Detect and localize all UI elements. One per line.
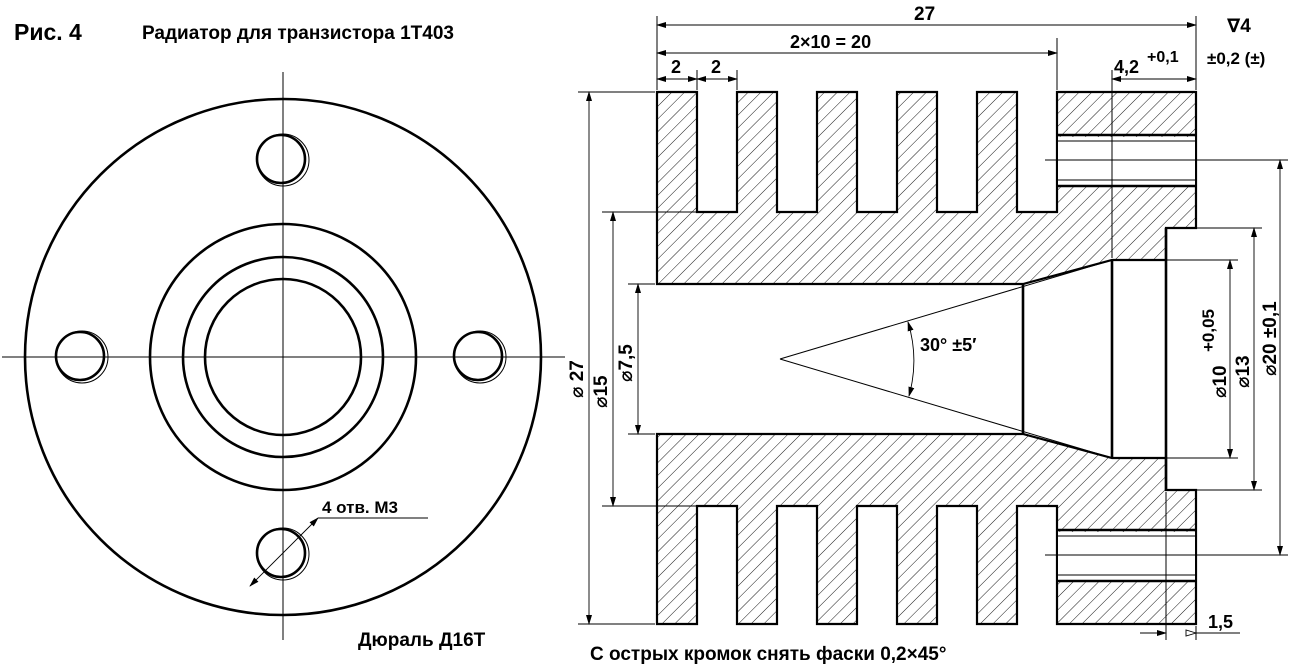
figure-label: Рис. 4	[14, 19, 82, 45]
bore-ring	[203, 277, 363, 437]
cone-angle-arc	[907, 321, 915, 397]
section-view: 30° ±5′ 27 2×10 = 20 2 2 4,2 +0,1 ∇4 ±0,…	[567, 4, 1288, 665]
hole-dimension-line	[249, 517, 319, 587]
dim-core-diameter: ⌀15	[591, 375, 612, 408]
cone-line-lower	[779, 358, 1113, 459]
dim-bore-diameter: ⌀7,5	[616, 344, 637, 382]
boss-middle-ring	[181, 255, 385, 459]
boss-outer-ring	[148, 222, 418, 492]
mounting-hole-top	[255, 133, 310, 187]
dim-fin-width: 2	[671, 57, 681, 77]
section-hole-bottom	[1058, 532, 1195, 580]
dim-seat-diameter: ⌀10	[1210, 365, 1231, 398]
dim-overall-length: 27	[914, 4, 935, 25]
front-view: 4 отв. М3 Дюраль Д16Т	[2, 72, 565, 651]
general-tolerance: ±0,2 (±)	[1207, 49, 1265, 68]
section-body-top	[655, 90, 1198, 286]
dim-cone-angle: 30° ±5′	[920, 335, 976, 355]
dim-outer-diameter: ⌀ 27	[567, 360, 588, 398]
mounting-hole-right	[452, 330, 507, 384]
dim-fins-span: 2×10 = 20	[790, 32, 871, 52]
dim-seat-tol: +0,05	[1199, 309, 1218, 352]
outer-disc	[23, 97, 543, 617]
figure-title: Радиатор для транзистора 1Т403	[142, 23, 454, 44]
section-hole-top	[1058, 137, 1195, 185]
holes-label: 4 отв. М3	[322, 498, 398, 517]
cone-line-upper	[779, 259, 1113, 360]
dim-base-thickness: 4,2	[1114, 57, 1139, 77]
dim-recess-diameter: ⌀13	[1233, 355, 1254, 388]
dim-flange-diameter: ⌀20 ±0,1	[1260, 301, 1281, 376]
dim-gap-width: 2	[711, 57, 721, 77]
material-label: Дюраль Д16Т	[358, 630, 486, 651]
chamfer-note: С острых кромок снять фаски 0,2×45°	[590, 644, 946, 665]
dim-recess-depth: 1,5	[1208, 612, 1233, 632]
mounting-hole-left	[54, 330, 109, 384]
dim-base-thickness-tol: +0,1	[1147, 49, 1179, 66]
roughness-symbol: ∇4	[1227, 16, 1251, 37]
